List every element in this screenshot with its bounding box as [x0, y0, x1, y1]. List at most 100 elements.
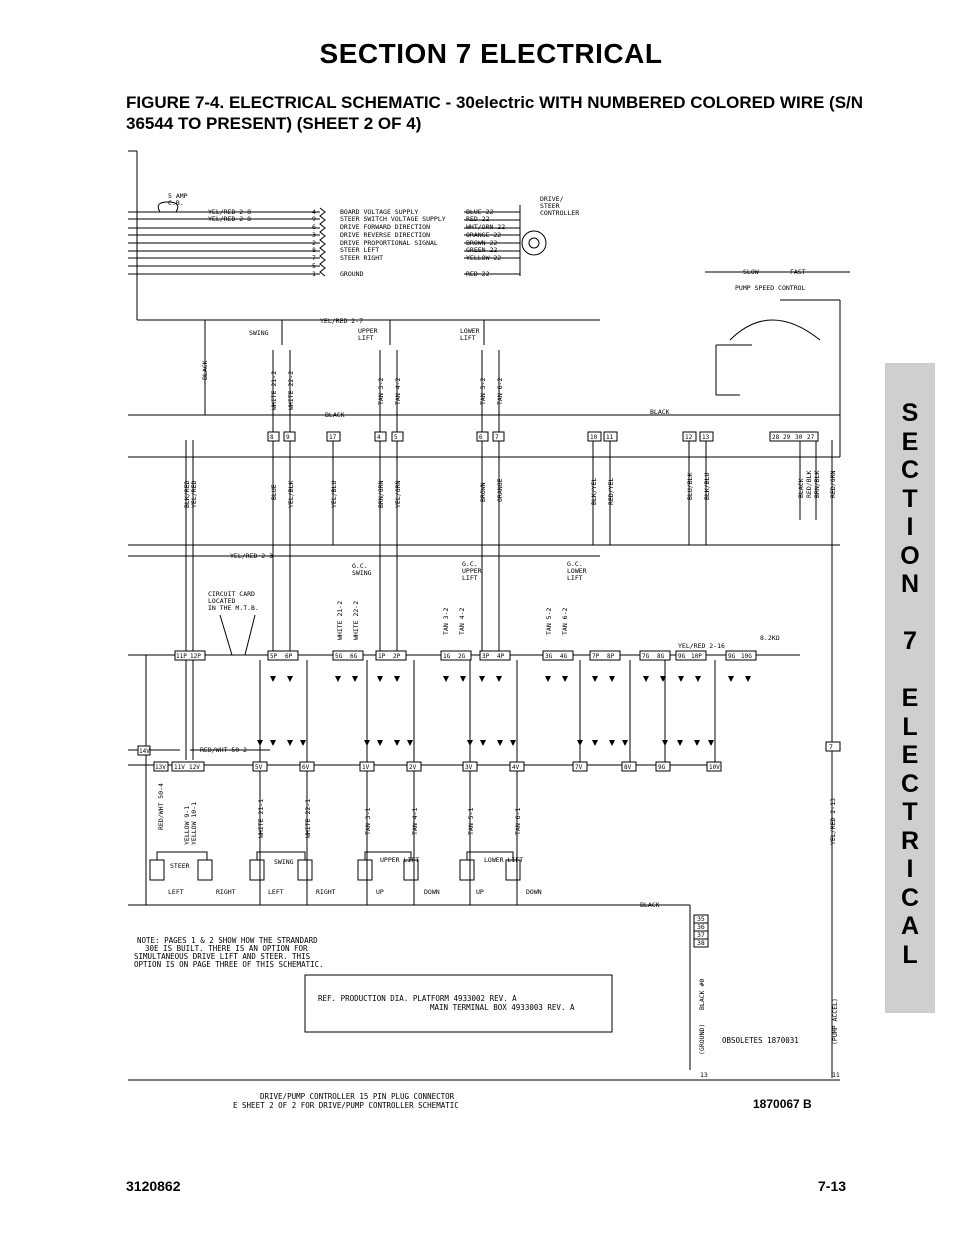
t1-13: 13 — [702, 434, 710, 441]
cwire-3: WHT/ORN 22 — [466, 223, 505, 231]
pump-speed-label: PUMP SPEED CONTROL — [735, 284, 806, 292]
pump-accel-label: (PUMP ACCEL) — [831, 998, 839, 1045]
t3-11v: 11V — [174, 764, 185, 771]
pin-2: 9 — [312, 215, 316, 223]
ground-label: (GROUND) — [698, 1024, 706, 1055]
gc-upper-1: G.C. — [462, 560, 478, 568]
tab-letter: S — [901, 399, 919, 427]
vw-mid-3: TAN 4-2 — [458, 608, 466, 635]
t1-29: 29 — [783, 434, 791, 441]
valve-up-1: UP — [376, 888, 384, 896]
vw-top-1: WHITE 22-2 — [287, 371, 295, 410]
vw-bot-0: RED/WHT 50-4 — [157, 783, 165, 830]
valve-down-1: DOWN — [424, 888, 440, 896]
vw-bot-7: TAN 5-1 — [467, 808, 475, 835]
t1-11: 11 — [606, 434, 614, 441]
cl-11: BLU/BLK — [686, 473, 694, 500]
cl-13: BLACK — [797, 478, 805, 498]
t1-10: 10 — [590, 434, 598, 441]
gc-lower-2: LOWER — [567, 567, 587, 575]
t3-4v: 4V — [512, 764, 520, 771]
vw-bot-1: YELLOW 9-1 — [183, 806, 191, 845]
t2-8p: 8P — [607, 653, 615, 660]
supply-wire-1: YEL/RED 2-8 — [208, 208, 251, 216]
black-bottom: BLACK — [640, 901, 660, 909]
t3-13v: 13V — [155, 764, 166, 771]
cl-10: RED/YEL — [607, 478, 615, 505]
supply-wire-2: YEL/RED 2-8 — [208, 215, 251, 223]
tab-letter: E — [901, 427, 919, 456]
t1-27: 27 — [807, 434, 815, 441]
t2-5p: 5P — [270, 653, 278, 660]
t2-4g: 4G — [560, 653, 568, 660]
cwire-5: BROWN 22 — [466, 239, 497, 247]
signal-9: GROUND — [340, 270, 364, 278]
valve-group-steer: STEER — [170, 862, 190, 870]
terminal-row-1 — [267, 431, 819, 442]
cl-4: YEL/BLU — [330, 481, 338, 508]
controller-label-2: STEER — [540, 202, 560, 210]
t2-4p: 4P — [497, 653, 505, 660]
vw-mid-0: WHITE 21-2 — [336, 601, 344, 640]
t3-5v: 5V — [255, 764, 263, 771]
tab-letter — [885, 599, 935, 628]
t1-6: 6 — [479, 434, 483, 441]
drawing-number: 1870067 B — [753, 1097, 812, 1111]
section-side-tab: S E C T I O N 7 E L E C T R I C A L — [885, 363, 935, 1013]
vw-bot-8: TAN 6-1 — [514, 808, 522, 835]
gc-swing-2: SWING — [352, 569, 372, 577]
connector-note-2: E SHEET 2 OF 2 FOR DRIVE/PUMP CONTROLLER… — [233, 1101, 459, 1110]
cl-14: RED/BLK — [805, 471, 813, 498]
t2-10g: 10G — [741, 653, 752, 660]
yel-red-216: YEL/RED 2-16 — [678, 642, 725, 650]
ref-line-1: REF. PRODUCTION DIA. PLATFORM 4933002 RE… — [318, 994, 517, 1003]
swing-label: SWING — [249, 329, 269, 337]
section-title: SECTION 7 ELECTRICAL — [319, 38, 663, 69]
resistor-label: 8.2KΩ — [760, 634, 780, 642]
signal-1: BOARD VOLTAGE SUPPLY — [340, 208, 418, 216]
term-38: 38 — [697, 939, 705, 947]
pin-3: 6 — [312, 223, 316, 231]
valve-up-2: UP — [476, 888, 484, 896]
footer-doc-number: 3120862 — [126, 1178, 181, 1194]
vw-top-4: TAN 5-2 — [479, 378, 487, 405]
valve-group-lower: LOWER LIFT — [484, 856, 523, 864]
cl-2: BLUE — [270, 484, 278, 500]
controller-label-1: DRIVE/ — [540, 195, 564, 203]
controller-label-3: CONTROLLER — [540, 209, 579, 217]
footer-page-number: 7-13 — [818, 1178, 847, 1194]
vw-bot-9: YEL/RED 2-13 — [829, 798, 837, 845]
t1-17: 17 — [329, 434, 337, 441]
vw-bot-3: WHITE 21-1 — [257, 799, 265, 838]
cl-7: BROWN — [479, 482, 487, 502]
t2-3g: 3G — [545, 653, 553, 660]
t1-28: 28 — [772, 434, 780, 441]
signal-3: DRIVE FORWARD DIRECTION — [340, 223, 430, 231]
t2-6g: 6G — [350, 653, 358, 660]
cl-16: RED/GRN — [829, 471, 837, 498]
t3-14v: 14V — [139, 748, 150, 755]
connector-note-1: DRIVE/PUMP CONTROLLER 15 PIN PLUG CONNEC… — [260, 1092, 455, 1101]
gc-upper-3: LIFT — [462, 574, 478, 582]
yel-red-27: YEL/RED 2-7 — [320, 317, 363, 325]
black-bus-label: BLACK — [325, 411, 345, 419]
pin-9: 1 — [312, 270, 316, 278]
tab-letter: I — [906, 513, 914, 541]
valve-group-upper: UPPER LIFT — [380, 856, 419, 864]
cl-5: BRN/GRN — [377, 481, 385, 508]
pin-5: 2 — [312, 239, 316, 247]
gc-upper-2: UPPER — [462, 567, 482, 575]
tab-letter: C — [900, 883, 920, 912]
t2-12p: 12P — [190, 653, 201, 660]
tab-letter: C — [900, 456, 920, 484]
term-7-right: 7 — [829, 743, 833, 751]
tab-letter: L — [902, 940, 918, 969]
circuit-card-3: IN THE M.T.B. — [208, 604, 259, 612]
vw-bot-5: TAN 3-1 — [364, 808, 372, 835]
terminal-row-3 — [137, 741, 841, 772]
valve-down-2: DOWN — [526, 888, 542, 896]
vw-bot-6: TAN 4-1 — [411, 808, 419, 835]
vw-mid-2: TAN 3-2 — [442, 608, 450, 635]
t1-8: 8 — [270, 434, 274, 441]
vw-bot-2: YELLOW 10-1 — [190, 802, 198, 845]
